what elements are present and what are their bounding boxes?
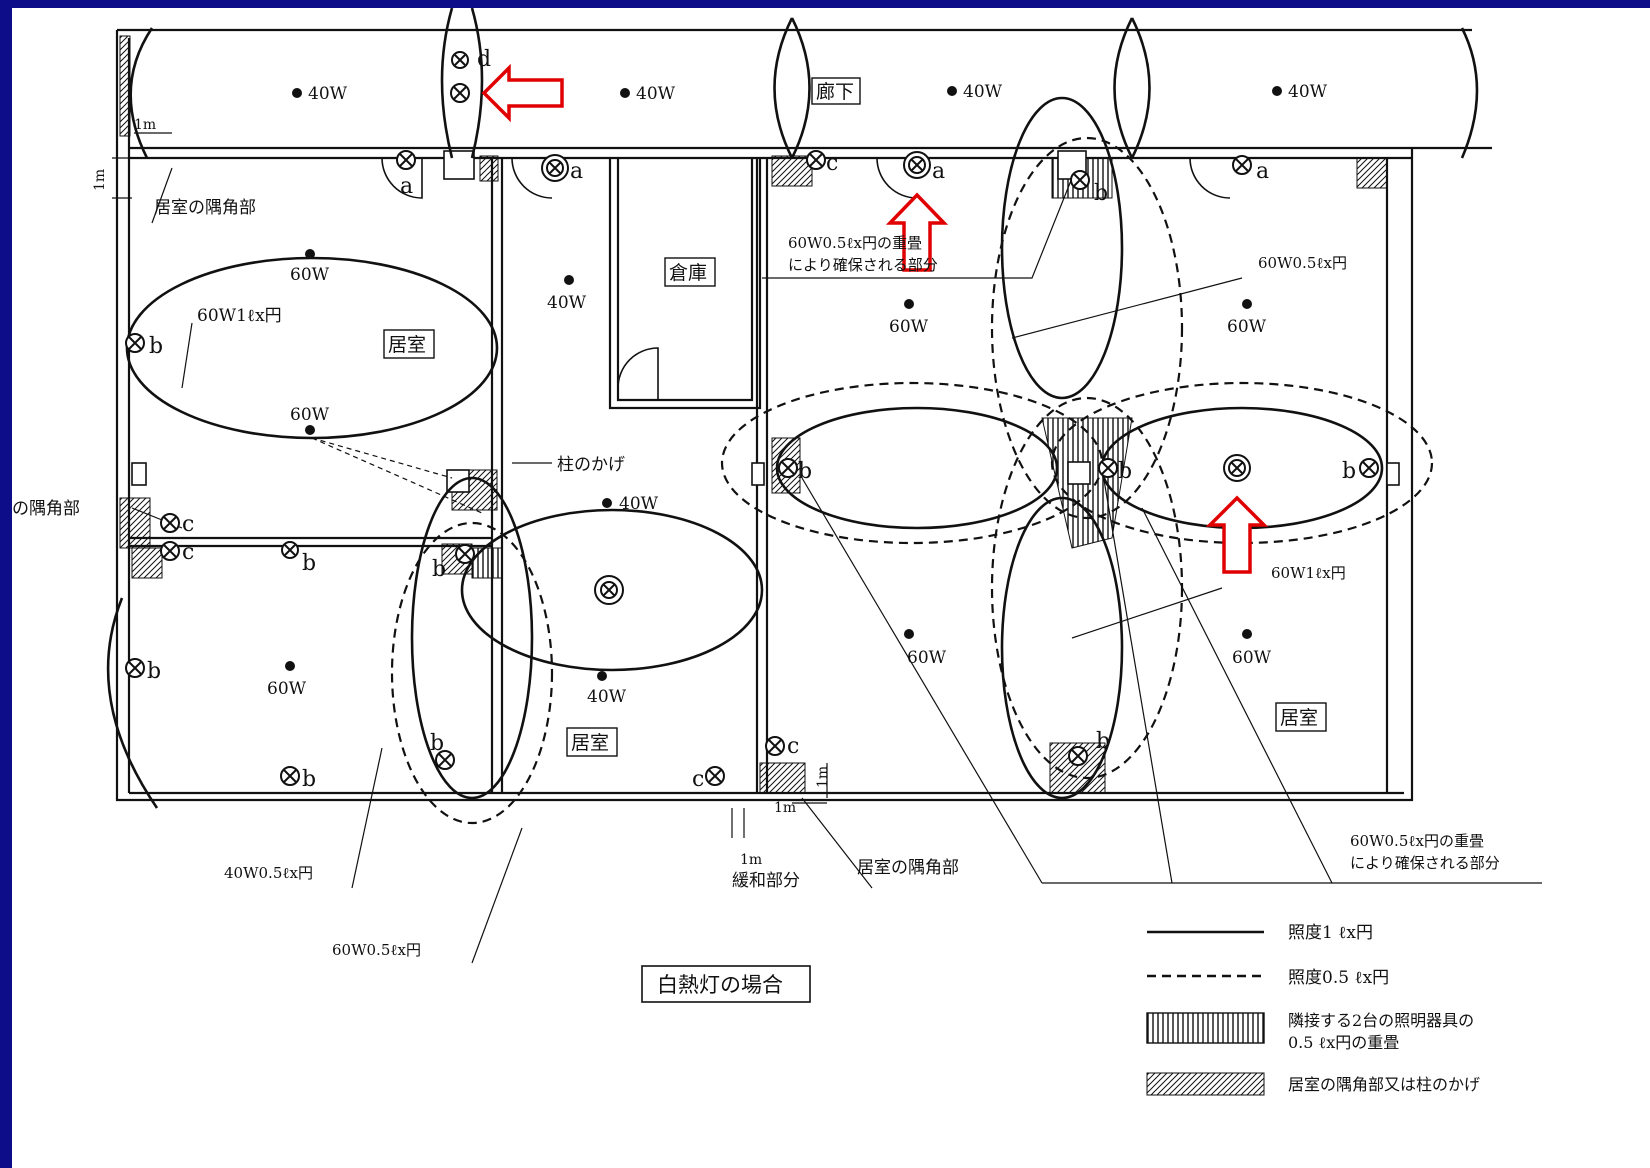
label-60w: 60W — [290, 405, 330, 425]
lighting-floor-plan: 40W 40W 40W 40W 60W 60W 40W 60W 60W 40W … — [12, 8, 1542, 1096]
label-60w: 60W — [1227, 317, 1267, 337]
svg-text:緩和部分: 緩和部分 — [732, 871, 800, 891]
annotation-texts: 居室の隅角部 の隅角部 60W1ℓx円 60W0.5ℓx円の重畳 により確保され… — [12, 117, 1500, 959]
highlight-arrows — [481, 63, 1269, 574]
building-walls — [115, 28, 1492, 802]
svg-text:b: b — [1094, 181, 1108, 206]
svg-text:a: a — [400, 174, 413, 199]
svg-text:d: d — [477, 47, 491, 72]
svg-text:a: a — [932, 159, 945, 184]
svg-text:1m: 1m — [134, 117, 156, 133]
svg-text:60W0.5ℓx円: 60W0.5ℓx円 — [332, 941, 421, 959]
label-40w: 40W — [963, 82, 1003, 102]
svg-text:1m: 1m — [92, 169, 108, 191]
arrow-up-icon — [885, 192, 949, 272]
svg-text:b: b — [302, 551, 316, 576]
svg-text:1m: 1m — [740, 852, 762, 868]
svg-text:60W1ℓx円: 60W1ℓx円 — [197, 306, 282, 326]
label-60w: 60W — [907, 648, 947, 668]
svg-text:a: a — [570, 159, 583, 184]
svg-text:b: b — [1342, 459, 1356, 484]
svg-text:b: b — [1118, 459, 1132, 484]
room-name-boxes — [383, 77, 1327, 757]
svg-text:c: c — [787, 734, 799, 759]
legend-overlap-label: 隣接する2台の照明器具の — [1288, 1011, 1474, 1030]
point-letters: d a a a a c b b b b b c c b b b b b c c … — [147, 47, 1356, 792]
label-40w: 40W — [636, 84, 676, 104]
svg-text:b: b — [149, 334, 163, 359]
svg-text:1m: 1m — [815, 766, 831, 788]
caption-box: 白熱灯の場合 — [641, 965, 811, 1003]
legend-corner-label: 居室の隅角部又は柱のかげ — [1288, 1075, 1480, 1094]
label-40w: 40W — [619, 494, 659, 514]
legend-overlap-swatch — [1146, 1012, 1265, 1044]
storage-label: 倉庫 — [669, 262, 707, 284]
svg-text:b: b — [432, 557, 446, 582]
arrow-left-icon — [481, 63, 564, 123]
room-label: 居室 — [388, 334, 426, 356]
legend-corner-swatch — [1146, 1072, 1265, 1096]
svg-text:c: c — [826, 151, 838, 176]
label-60w: 60W — [267, 679, 307, 699]
svg-text:60W0.5ℓx円の重畳: 60W0.5ℓx円の重畳 — [1350, 832, 1484, 850]
svg-text:b: b — [1096, 729, 1110, 754]
svg-text:b: b — [302, 767, 316, 792]
svg-text:40W0.5ℓx円: 40W0.5ℓx円 — [224, 864, 313, 882]
room-label: 居室 — [571, 732, 609, 754]
label-40w: 40W — [547, 293, 587, 313]
svg-text:居室の隅角部: 居室の隅角部 — [154, 198, 256, 218]
label-40w: 40W — [1288, 82, 1328, 102]
svg-text:居室の隅角部: 居室の隅角部 — [857, 858, 959, 878]
svg-text:c: c — [182, 512, 194, 537]
label-40w: 40W — [587, 687, 627, 707]
leader-lines — [112, 132, 1542, 964]
svg-text:b: b — [430, 731, 444, 756]
svg-text:60W0.5ℓx円の重畳: 60W0.5ℓx円の重畳 — [788, 234, 922, 252]
svg-text:60W1ℓx円: 60W1ℓx円 — [1271, 564, 1346, 582]
label-60w: 60W — [1232, 648, 1272, 668]
svg-text:1m: 1m — [774, 800, 796, 816]
svg-text:b: b — [147, 659, 161, 684]
caption-text: 白熱灯の場合 — [657, 973, 783, 997]
label-60w: 60W — [889, 317, 929, 337]
room-label: 居室 — [1280, 707, 1318, 729]
corridor-label: 廊下 — [816, 81, 854, 103]
legend-dashed-label: 照度0.5 ℓx円 — [1288, 968, 1389, 988]
wattage-labels: 40W 40W 40W 40W 60W 60W 40W 60W 60W 40W … — [267, 82, 1328, 707]
legend-overlap-label: 0.5 ℓx円の重畳 — [1288, 1033, 1399, 1052]
door-swings — [381, 157, 1231, 400]
svg-text:柱のかげ: 柱のかげ — [557, 455, 625, 475]
floor-plan-sheet: 40W 40W 40W 40W 60W 60W 40W 60W 60W 40W … — [12, 8, 1650, 1168]
label-40w: 40W — [308, 84, 348, 104]
svg-text:c: c — [692, 767, 704, 792]
svg-text:c: c — [182, 540, 194, 565]
emergency-fixtures — [125, 51, 1379, 786]
svg-text:b: b — [798, 459, 812, 484]
svg-text:により確保される部分: により確保される部分 — [1350, 854, 1500, 872]
svg-text:60W0.5ℓx円: 60W0.5ℓx円 — [1258, 254, 1347, 272]
legend: 照度1 ℓx円 照度0.5 ℓx円 隣接する2台の照明器具の 0.5 ℓx円の重… — [1146, 923, 1480, 1096]
svg-text:の隅角部: の隅角部 — [12, 499, 80, 519]
label-60w: 60W — [290, 265, 330, 285]
room-names: 廊下 倉庫 居室 居室 居室 — [388, 81, 1318, 754]
svg-text:a: a — [1256, 159, 1269, 184]
legend-solid-label: 照度1 ℓx円 — [1288, 923, 1373, 943]
svg-text:により確保される部分: により確保される部分 — [788, 256, 938, 274]
illuminance-1lx-circles — [106, 8, 1479, 809]
arrow-up-icon — [1205, 495, 1269, 574]
fixture-dots — [285, 86, 1282, 681]
